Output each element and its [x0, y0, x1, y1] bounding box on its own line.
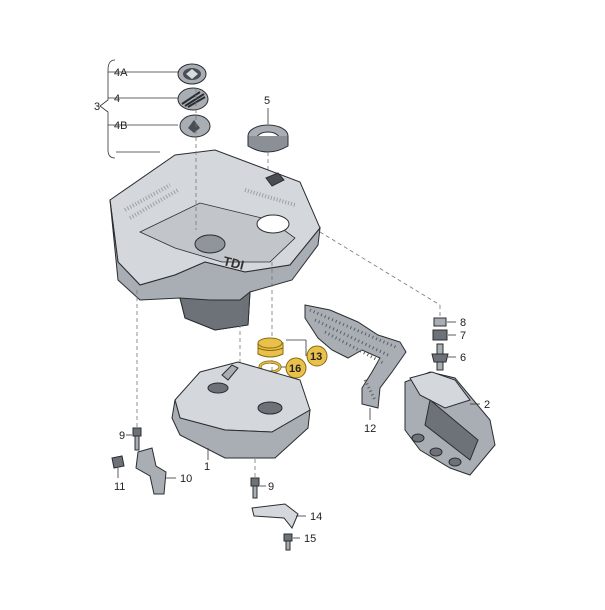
- label-3: 3: [94, 101, 100, 113]
- label-8: 8: [460, 317, 466, 329]
- stud-6: 6: [431, 343, 466, 371]
- label-11: 11: [114, 481, 125, 493]
- screw-15: 15: [283, 533, 316, 551]
- bolt-9: 9: [119, 427, 142, 451]
- label-7: 7: [460, 330, 466, 342]
- label-6: 6: [460, 352, 466, 364]
- callout-16[interactable]: 16: [285, 357, 307, 379]
- label-13: 13: [310, 351, 322, 363]
- bellows-13[interactable]: [257, 337, 307, 358]
- nut-8: 8: [433, 317, 466, 329]
- label-12: 12: [364, 423, 376, 435]
- emblem-4a: [177, 63, 207, 85]
- label-5: 5: [264, 95, 270, 107]
- emblem-4b: [179, 114, 211, 138]
- seal-ring-5: 5: [247, 95, 289, 215]
- label-9: 9: [119, 430, 125, 442]
- heat-shield-12: 12: [304, 304, 407, 435]
- label-2: 2: [484, 399, 490, 411]
- bracket-14: 14: [251, 503, 322, 529]
- label-9-lower: 9: [268, 481, 274, 493]
- label-1: 1: [204, 461, 210, 473]
- label-group-3: 3 4A 4 4B: [94, 59, 178, 159]
- cover-logo-text: TDI: [222, 253, 246, 273]
- label-16: 16: [289, 363, 301, 375]
- bracket-10: 10: [135, 447, 192, 495]
- emblem-4: [177, 87, 209, 111]
- label-14: 14: [310, 511, 322, 523]
- label-4: 4: [114, 93, 120, 105]
- screw-11: 11: [111, 455, 125, 493]
- cylinder-head-cover-1: 1: [171, 361, 311, 473]
- label-4b: 4B: [114, 120, 127, 132]
- engine-cover-3: TDI: [109, 149, 321, 331]
- label-15: 15: [304, 533, 316, 545]
- intake-manifold-2: 2: [404, 371, 496, 476]
- bolt-9-lower: 9: [250, 477, 274, 499]
- grommet-7: 7: [432, 329, 466, 342]
- callout-13[interactable]: 13: [306, 345, 328, 367]
- label-10: 10: [180, 473, 192, 485]
- label-4a: 4A: [114, 67, 128, 79]
